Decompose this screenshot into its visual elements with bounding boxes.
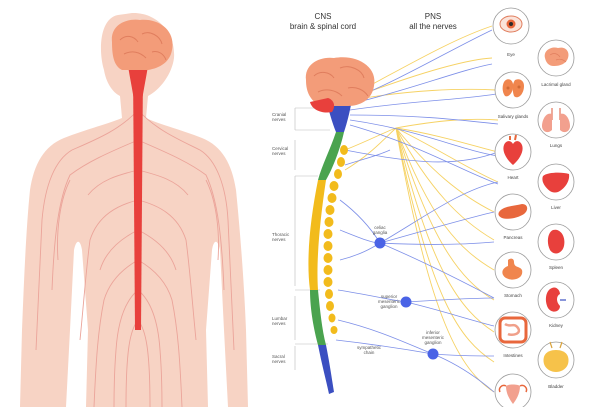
pns-subtitle: all the nerves bbox=[409, 22, 457, 31]
pns-blue-nerves bbox=[335, 29, 499, 393]
organ-label-lacrimal-gland: Lacrimal gland bbox=[541, 82, 571, 87]
organ-label-salivary-glands: Salivary glands bbox=[497, 114, 529, 119]
spinal-cord-red bbox=[128, 66, 148, 330]
liver-icon bbox=[542, 172, 570, 193]
intestines-icon bbox=[498, 316, 528, 344]
celiac-ganglion bbox=[374, 237, 386, 249]
organ-label-heart: Heart bbox=[507, 175, 519, 180]
uterus-icon bbox=[498, 384, 528, 404]
sympathetic-chain bbox=[323, 145, 348, 334]
brain-left bbox=[111, 19, 173, 70]
inferior-mesenteric-ganglion bbox=[427, 348, 439, 360]
organ-label-lungs: Lungs bbox=[549, 143, 563, 148]
organ-label-kidney: Kidney bbox=[549, 323, 563, 328]
organ-label-liver: Liver bbox=[551, 205, 561, 210]
body-nerves bbox=[35, 109, 235, 407]
organ-label-stomach: Stomach bbox=[504, 293, 522, 298]
spinal-cord-right bbox=[308, 100, 352, 394]
pns-header: PNS all the nerves bbox=[398, 12, 468, 32]
brain-right bbox=[305, 57, 375, 113]
heart-icon bbox=[503, 134, 523, 165]
organ-label-bladder: Bladder bbox=[548, 384, 564, 389]
body-silhouette bbox=[20, 12, 248, 407]
eye-icon bbox=[499, 15, 523, 33]
ganglia-nodes bbox=[374, 237, 439, 360]
salivary-gland-icon bbox=[502, 79, 524, 98]
segment-brackets bbox=[294, 107, 330, 370]
spleen-icon bbox=[547, 229, 565, 254]
organ-label-pancreas: Pancreas bbox=[503, 235, 523, 240]
organ-label-eye: Eye bbox=[507, 52, 515, 57]
cns-header: CNS brain & spinal cord bbox=[288, 12, 358, 32]
organ-label-intestines: Intestines bbox=[503, 353, 523, 358]
pancreas-icon bbox=[498, 204, 528, 219]
superior-mesenteric-ganglion bbox=[400, 296, 412, 308]
cns-subtitle: brain & spinal cord bbox=[289, 22, 357, 31]
brain-gland-icon bbox=[544, 47, 569, 66]
cns-title: CNS bbox=[314, 12, 332, 21]
kidney-icon bbox=[545, 287, 566, 312]
pns-title: PNS bbox=[424, 12, 442, 21]
organ-label-spleen: Spleen bbox=[548, 265, 563, 270]
bladder-icon bbox=[543, 341, 569, 372]
stomach-icon bbox=[502, 258, 523, 280]
lungs-icon bbox=[542, 108, 570, 133]
